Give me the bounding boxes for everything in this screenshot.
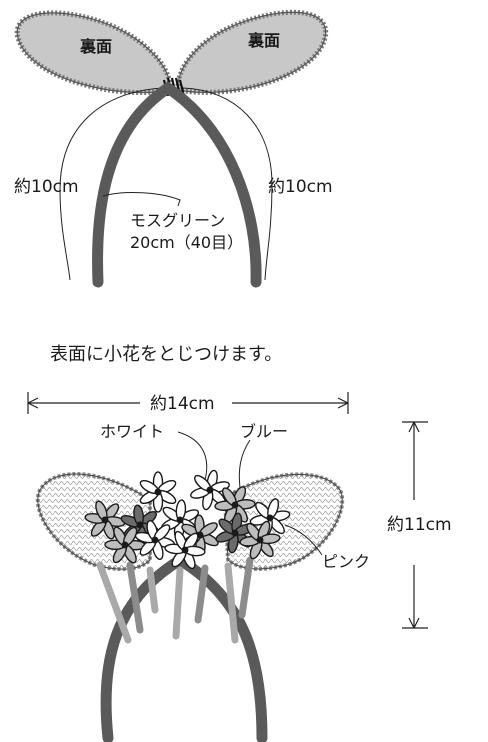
label-blue: ブルー	[240, 422, 288, 441]
instruction-text: 表面に小花をとじつけます。	[50, 344, 282, 365]
white-leader	[177, 431, 208, 481]
label-pink: ピンク	[322, 552, 370, 571]
left-length-arc	[59, 87, 166, 281]
flower	[104, 526, 146, 564]
stem-label-line1: モスグリーン	[130, 211, 225, 230]
flower	[84, 500, 126, 540]
stem-arch	[92, 81, 262, 288]
stem-label-line2: 20cm（40目）	[130, 233, 243, 252]
pink-leader	[284, 524, 323, 556]
bottom-stem-arch	[100, 553, 268, 742]
stem-leader-line	[102, 192, 181, 207]
left-ear	[14, 10, 173, 95]
height-dimension	[402, 421, 428, 629]
flower	[214, 486, 256, 524]
flower-cluster	[84, 469, 291, 570]
height-label: 約11cm	[387, 515, 452, 535]
right-length-arc	[182, 87, 273, 281]
flower	[164, 530, 206, 570]
width-dimension	[27, 392, 349, 414]
right-ear	[175, 9, 329, 95]
bottom-figure: 約14cm 約11cm	[27, 392, 452, 742]
back-label-left: 裏面	[79, 37, 112, 56]
flower	[239, 520, 281, 560]
width-label: 約14cm	[150, 394, 215, 414]
flower	[139, 471, 177, 513]
length-label-right: 約10cm	[268, 177, 333, 197]
blue-leader	[238, 439, 251, 489]
length-label-left: 約10cm	[14, 177, 79, 197]
back-label-right: 裏面	[247, 31, 280, 50]
top-figure: 裏面 裏面 約10cm 約10cm モスグリーン 20cm（40目）	[14, 9, 333, 288]
hanging-stems	[96, 556, 254, 644]
label-white: ホワイト	[100, 422, 164, 441]
